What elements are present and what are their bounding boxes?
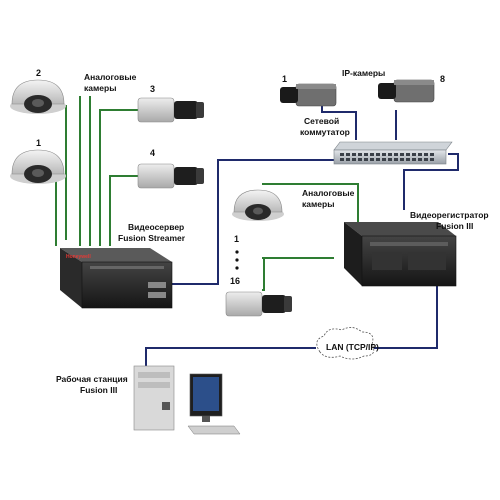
box-camera-4-number: 4 xyxy=(150,148,155,158)
video-server-label-1: Видеосервер xyxy=(128,222,184,232)
ip-camera-1-number: 1 xyxy=(282,74,287,84)
workstation-label-2: Fusion III xyxy=(80,385,117,395)
workstation-label-1: Рабочая станция xyxy=(56,374,128,384)
box-camera-3-number: 3 xyxy=(150,84,155,94)
dome-camera-2-number: 2 xyxy=(36,68,41,78)
diagram-labels: Аналоговые камеры IP-камеры Сетевой комм… xyxy=(36,68,489,395)
cable-box-cam-3 xyxy=(99,109,138,246)
network-switch-label-1: Сетевой xyxy=(304,116,339,126)
video-server: Honeywell xyxy=(60,248,173,309)
analog-cameras-mid-label-1: Аналоговые xyxy=(302,188,355,198)
network-cables xyxy=(145,96,459,372)
dvr-dome-camera-1 xyxy=(232,189,284,221)
dvr-fusion-iii xyxy=(344,222,457,287)
dvr-camera-16-number: 16 xyxy=(230,276,240,286)
box-camera-4 xyxy=(137,163,204,189)
dvr-camera-1-number: 1 xyxy=(234,234,239,244)
ip-cameras-label: IP-камеры xyxy=(342,68,385,78)
analog-cameras-top-label-2: камеры xyxy=(84,83,116,93)
net-cable-lan-workstation xyxy=(145,347,316,372)
server-brand-label: Honeywell xyxy=(66,254,91,260)
cable-box-cam-4 xyxy=(109,175,138,246)
camera-ellipsis xyxy=(235,250,239,270)
ip-camera-8 xyxy=(378,79,435,103)
dome-camera-1-number: 1 xyxy=(36,138,41,148)
lan-cloud xyxy=(316,327,375,360)
workstation xyxy=(133,365,241,435)
analog-cameras-mid-label-2: камеры xyxy=(302,199,334,209)
dvr-label-2: Fusion III xyxy=(436,221,473,231)
ip-camera-1 xyxy=(280,83,337,107)
analog-cables xyxy=(55,96,359,291)
box-camera-3 xyxy=(137,97,204,123)
analog-cameras-top-label-1: Аналоговые xyxy=(84,72,137,82)
network-switch xyxy=(333,141,453,165)
cable-dvr-cam-16 xyxy=(262,258,265,291)
net-cable-server xyxy=(170,159,334,285)
net-cable-dvr-lan xyxy=(362,282,438,349)
video-server-label-2: Fusion Streamer xyxy=(118,233,186,243)
dvr-label-1: Видеорегистратор xyxy=(410,210,489,220)
dome-camera-1 xyxy=(10,149,66,184)
network-switch-label-2: коммутатор xyxy=(300,127,350,137)
net-cable-dvr xyxy=(403,153,459,210)
lan-label: LAN (TCP/IP) xyxy=(326,342,379,352)
ip-camera-8-number: 8 xyxy=(440,74,445,84)
dvr-box-camera-16 xyxy=(225,291,292,317)
cable-dvr-cam-1 xyxy=(262,183,359,222)
dome-camera-2 xyxy=(10,79,66,114)
